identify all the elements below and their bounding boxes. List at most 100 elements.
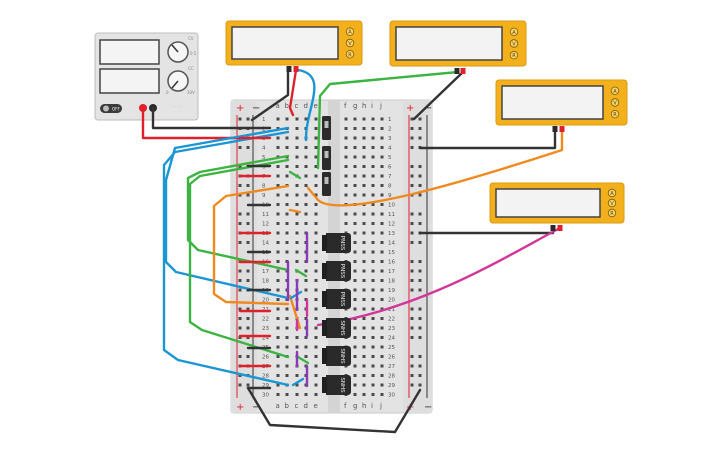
hole[interactable] [380,155,384,159]
meter1-blue-wire[interactable] [296,68,316,142]
hole[interactable] [353,184,357,187]
hole[interactable] [353,279,357,282]
hole[interactable] [314,155,318,159]
hole[interactable] [304,174,308,178]
rail-hole[interactable] [418,212,422,216]
hole[interactable] [285,250,289,254]
hole[interactable] [276,203,280,206]
hole[interactable] [295,383,299,387]
orange-loop[interactable] [212,184,290,306]
meter3-orange-wire[interactable] [306,126,564,207]
hole[interactable] [276,393,280,396]
hole[interactable] [344,117,348,121]
meter1-black-wire[interactable] [250,68,290,122]
hole[interactable] [314,336,318,339]
rail-hole[interactable] [410,383,414,387]
meter2-black-wire[interactable] [412,70,465,121]
rail-hole[interactable] [238,193,242,197]
hole[interactable] [314,364,318,368]
hole[interactable] [285,374,289,377]
hole[interactable] [380,212,384,216]
hole[interactable] [314,184,318,187]
hole[interactable] [276,364,280,368]
meter-mode-r-button[interactable] [610,109,620,119]
hole[interactable] [371,364,375,368]
hole[interactable] [371,193,375,197]
hole[interactable] [362,155,366,159]
transistor-1[interactable]: PNSS [322,233,351,253]
hole[interactable] [371,146,375,149]
bottom-black-loop[interactable] [246,386,422,434]
hole[interactable] [295,127,299,130]
hole[interactable] [371,155,375,159]
hole[interactable] [353,364,357,368]
hole[interactable] [371,117,375,121]
rail-hole[interactable] [418,355,422,358]
rail-hole[interactable] [418,279,422,282]
hole[interactable] [380,288,384,292]
hole[interactable] [314,355,318,358]
hole[interactable] [371,345,375,349]
hole[interactable] [314,307,318,311]
hole[interactable] [276,260,280,263]
hole[interactable] [295,203,299,206]
hole[interactable] [304,212,308,216]
meter-com-terminal[interactable] [454,68,460,74]
rail-hole[interactable] [238,241,242,244]
hole[interactable] [353,165,357,168]
hole[interactable] [380,298,384,301]
hole[interactable] [276,241,280,244]
hole[interactable] [371,136,375,140]
hole[interactable] [344,184,348,187]
hole[interactable] [304,317,308,320]
rail-hole[interactable] [418,222,422,225]
hole[interactable] [353,307,357,311]
rail-hole[interactable] [418,383,422,387]
hole[interactable] [314,231,318,235]
hole[interactable] [314,146,318,149]
hole[interactable] [295,345,299,349]
rail-hole[interactable] [246,146,250,149]
hole[interactable] [380,355,384,358]
hole[interactable] [276,279,280,282]
hole[interactable] [344,222,348,225]
hole[interactable] [295,136,299,140]
hole[interactable] [362,336,366,339]
hole[interactable] [295,241,299,244]
hole[interactable] [314,317,318,320]
rail-hole[interactable] [246,212,250,216]
hole[interactable] [371,298,375,301]
rail-hole[interactable] [410,269,414,273]
hole[interactable] [304,288,308,292]
rail-hole[interactable] [238,165,242,168]
hole[interactable] [285,231,289,235]
transistor-4[interactable]: SNHS [322,318,351,338]
hole[interactable] [380,146,384,149]
hole[interactable] [276,117,280,121]
hole[interactable] [371,222,375,225]
hole[interactable] [276,231,280,235]
rail-hole[interactable] [418,307,422,311]
rail-hole[interactable] [410,307,414,311]
blue-jumper-2[interactable] [291,377,305,387]
meter-positive-terminal[interactable] [557,225,563,231]
rail-hole[interactable] [246,269,250,273]
hole[interactable] [362,345,366,349]
meter-mode-r-button[interactable] [345,50,355,59]
hole[interactable] [304,165,308,168]
hole[interactable] [276,355,280,358]
hole[interactable] [353,374,357,377]
hole[interactable] [371,203,375,206]
hole[interactable] [362,279,366,282]
hole[interactable] [304,222,308,225]
hole[interactable] [362,355,366,358]
hole[interactable] [314,260,318,263]
transistor-6[interactable]: SNHS [322,375,351,395]
hole[interactable] [380,269,384,273]
transistor-2[interactable]: PNSS [322,261,351,281]
hole[interactable] [344,174,348,178]
hole[interactable] [380,231,384,235]
hole[interactable] [276,146,280,149]
hole[interactable] [380,364,384,368]
hole[interactable] [371,184,375,187]
